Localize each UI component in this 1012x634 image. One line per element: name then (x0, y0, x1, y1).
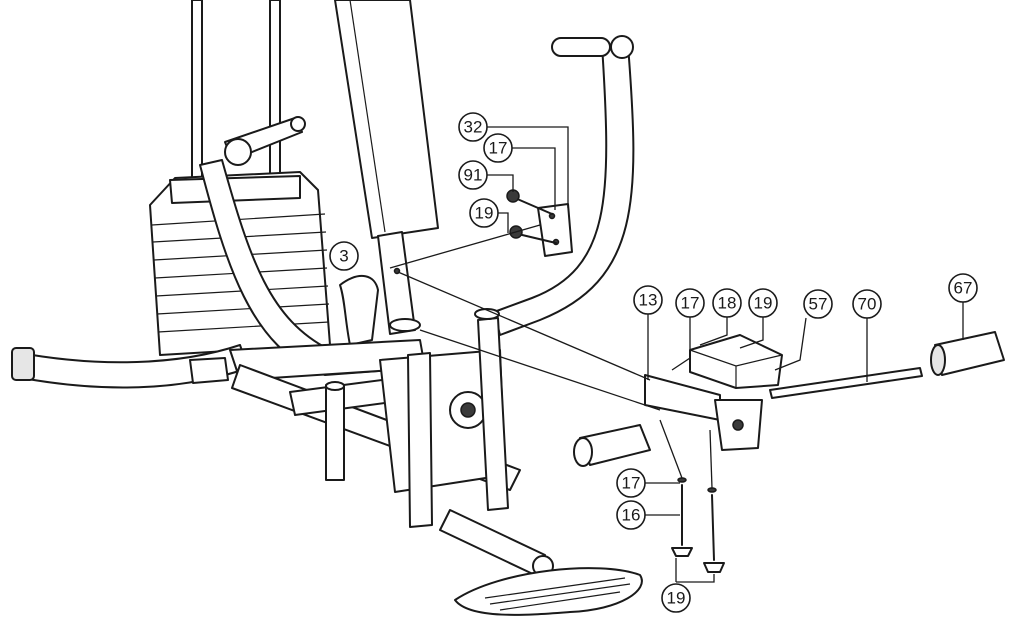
callout-57: 57 (803, 289, 833, 319)
callout-67: 67 (948, 273, 978, 303)
hardware-fasteners (671, 477, 725, 573)
callout-leaders (487, 126, 964, 583)
callout-18: 18 (712, 288, 742, 318)
callout-17-lower-label: 17 (622, 474, 641, 493)
callout-17-seat: 17 (675, 288, 705, 318)
callout-17-upper-label: 17 (489, 139, 508, 158)
callout-57-label: 57 (809, 295, 828, 314)
callout-16-label: 16 (622, 506, 641, 525)
callout-32: 32 (458, 112, 488, 142)
callout-19-upper-label: 19 (475, 204, 494, 223)
callout-67-label: 67 (954, 279, 973, 298)
callout-70-label: 70 (858, 295, 877, 314)
callout-3-label: 3 (339, 247, 348, 266)
curved-arm-3 (339, 275, 379, 346)
callout-19-upper: 19 (469, 198, 499, 228)
callout-70: 70 (852, 289, 882, 319)
bolts-91 (506, 189, 557, 244)
assembly-leaders (389, 224, 713, 489)
callout-19-lower: 19 (661, 583, 691, 613)
callout-19-seat-label: 19 (754, 294, 773, 313)
seat-pad-57 (689, 334, 783, 389)
rod-70 (769, 367, 923, 399)
callout-13: 13 (633, 285, 663, 315)
right-handle-arm (493, 35, 635, 336)
foot-plate (439, 509, 643, 616)
backrest-pad (334, 0, 439, 239)
callout-91-label: 91 (464, 166, 483, 185)
callout-19-seat: 19 (748, 288, 778, 318)
front-posts (407, 308, 509, 528)
callout-3: 3 (329, 241, 359, 271)
seat-bracket-13 (644, 374, 763, 451)
callout-18-label: 18 (718, 294, 737, 313)
callout-17-lower: 17 (616, 468, 646, 498)
callout-91: 91 (458, 160, 488, 190)
callout-19-lower-label: 19 (667, 589, 686, 608)
callout-17-seat-label: 17 (681, 294, 700, 313)
bracket-plate-32 (537, 203, 573, 257)
callout-16: 16 (616, 500, 646, 530)
callout-13-label: 13 (639, 291, 658, 310)
rear-post-left (325, 381, 345, 481)
roller-pad-67 (930, 331, 1005, 376)
front-roller-pad (573, 424, 651, 467)
callout-32-label: 32 (464, 118, 483, 137)
callout-17-upper: 17 (483, 133, 513, 163)
